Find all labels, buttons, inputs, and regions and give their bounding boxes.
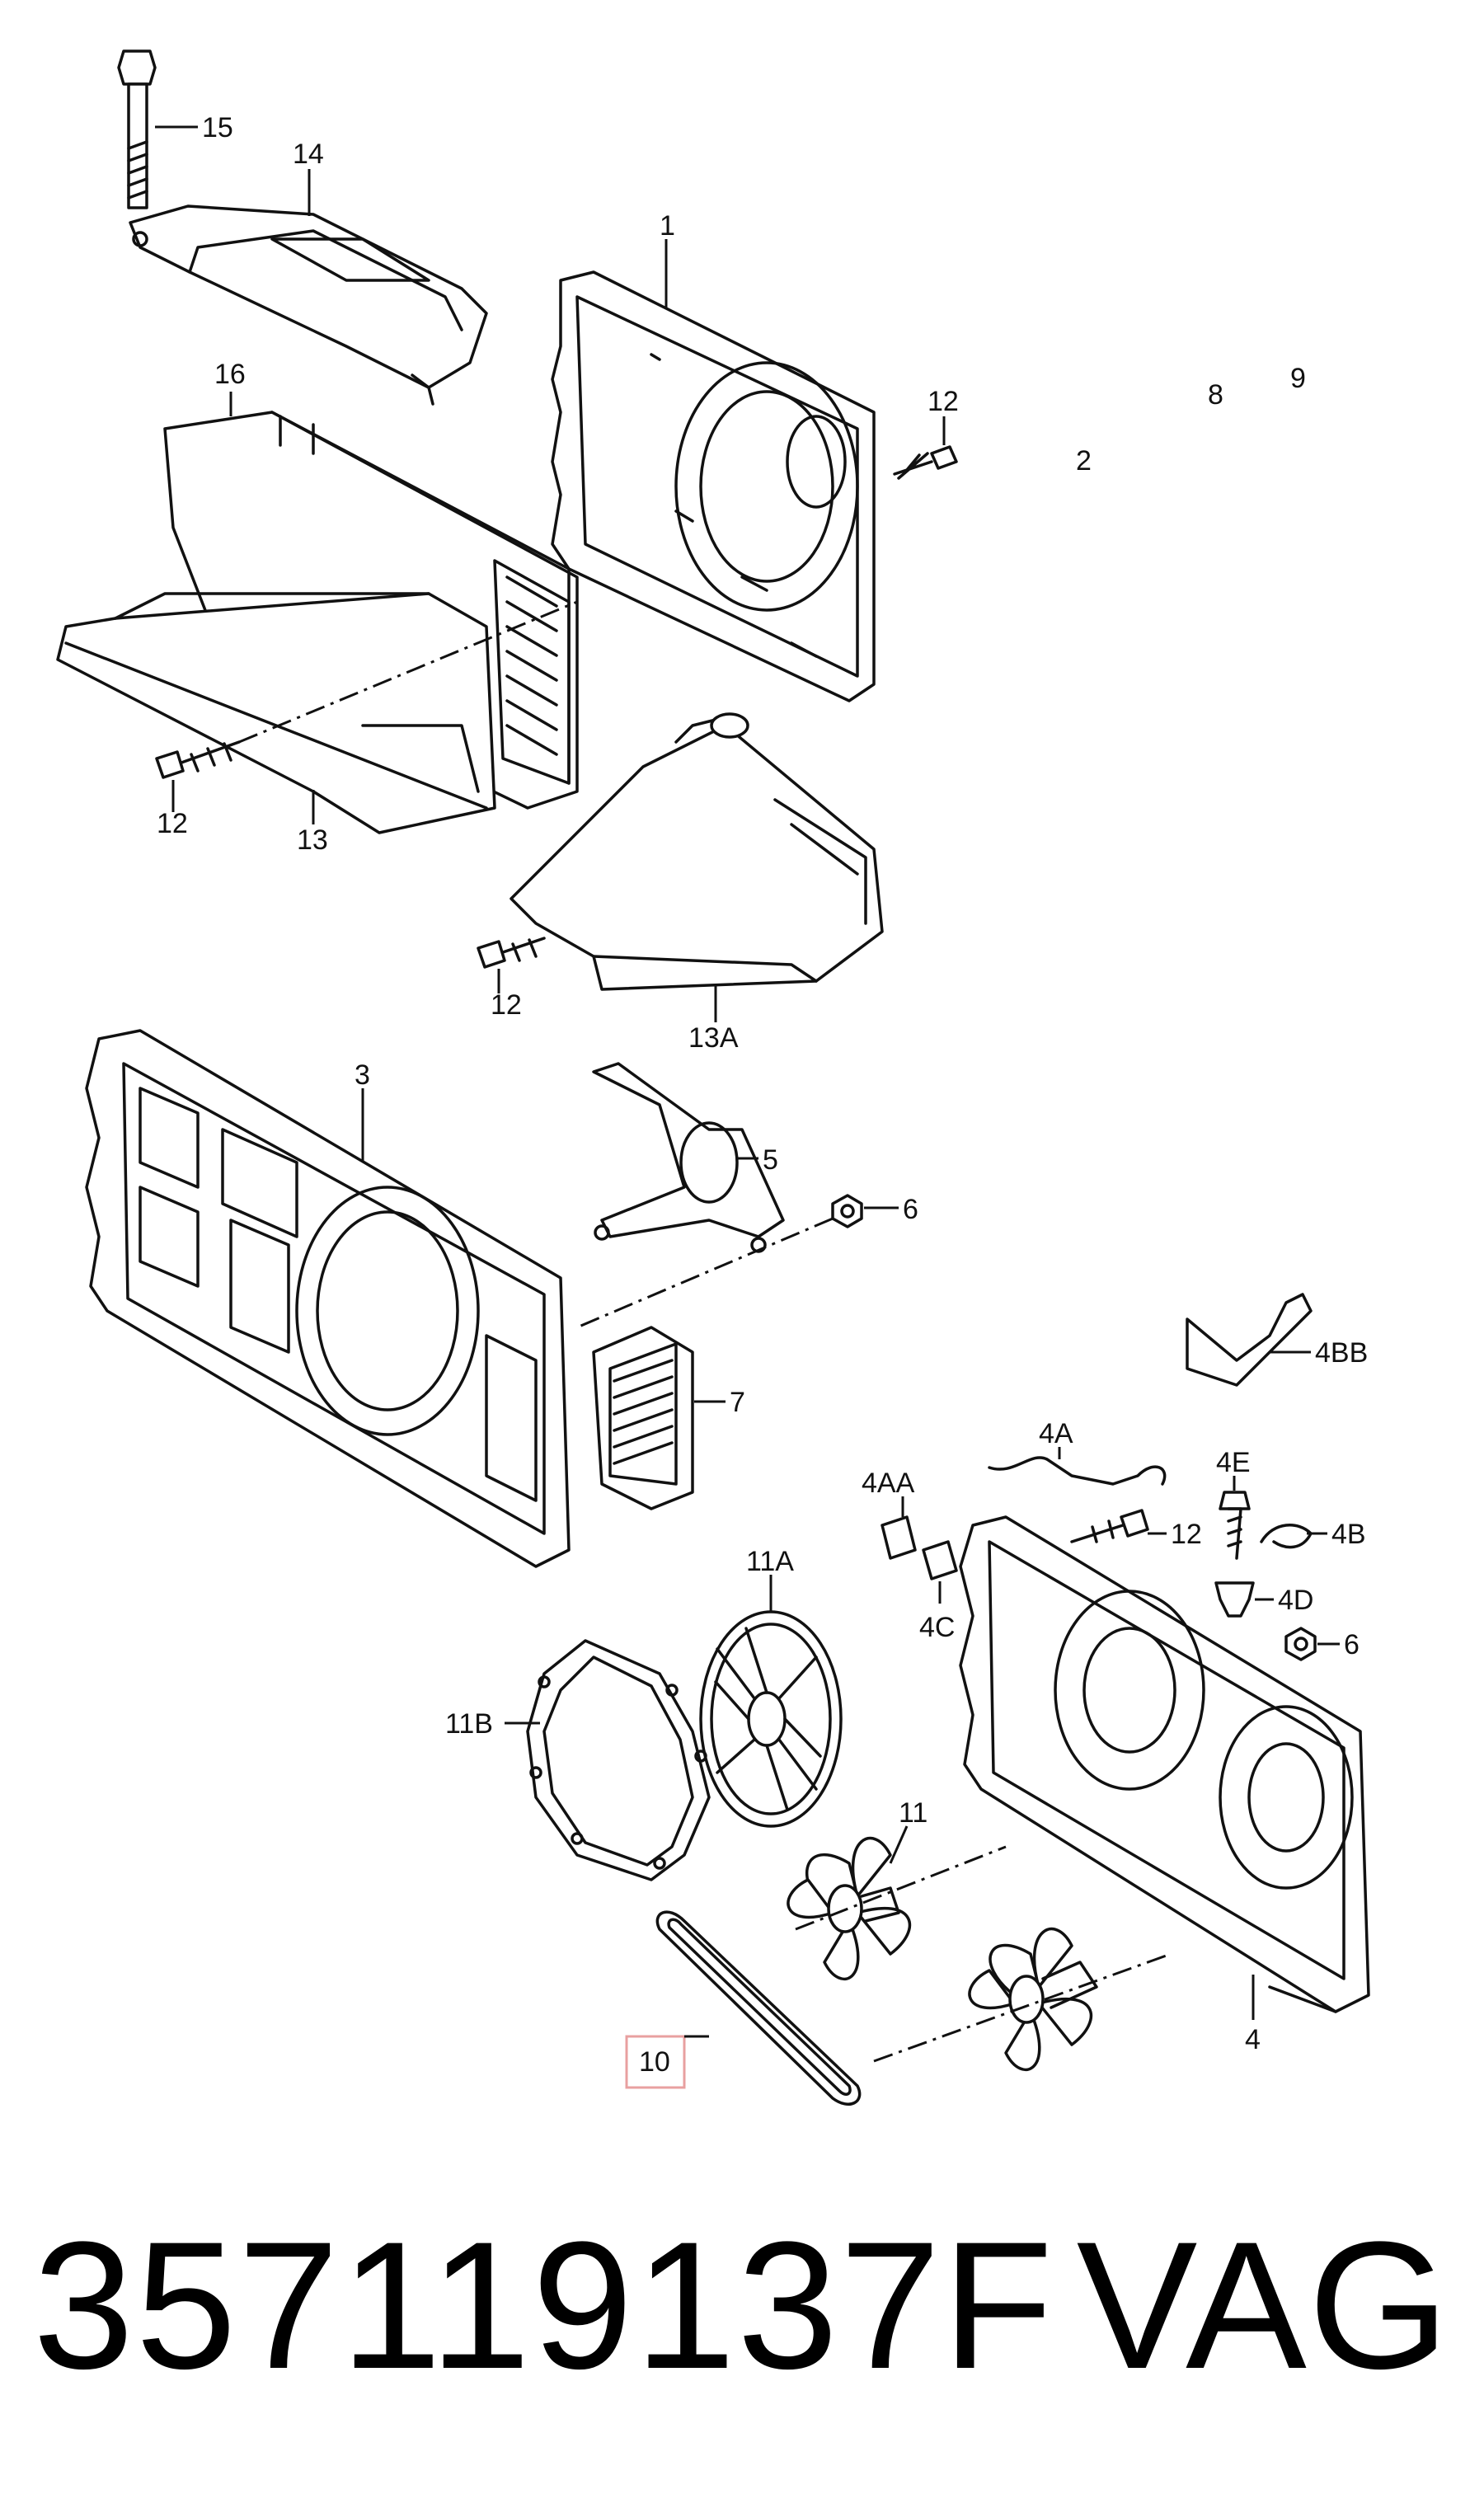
callout-4E: 4E [1216, 1447, 1251, 1478]
belt-part-10 [655, 1910, 862, 2106]
callout-9: 9 [1290, 363, 1306, 394]
callout-4D: 4D [1278, 1585, 1313, 1616]
clip-part-4A [988, 1456, 1167, 1486]
bolt-part-15 [117, 49, 157, 209]
callout-12a: 12 [928, 386, 959, 417]
callout-8: 8 [1208, 379, 1223, 411]
grille-part-7 [592, 1326, 694, 1510]
callout-4C: 4C [919, 1612, 955, 1643]
fan-wheel-part-11A [699, 1610, 843, 1828]
air-duct-part-13 [56, 592, 496, 834]
part-number: 357119137F [33, 2204, 1055, 2407]
screw-part-12a [893, 445, 958, 480]
brand-name: VAG [1076, 2204, 1451, 2407]
callout-14: 14 [293, 139, 324, 170]
callout-11A: 11A [746, 1546, 794, 1577]
screw-part-12d [1070, 1509, 1149, 1543]
callout-12b: 12 [157, 808, 188, 839]
tank-bracket-part-13A [510, 712, 884, 991]
clip-part-4B [1260, 1524, 1313, 1549]
cover-part-14 [129, 204, 488, 406]
callout-12c: 12 [491, 989, 522, 1021]
callout-13A: 13A [688, 1022, 739, 1054]
screw-part-12c [477, 937, 546, 969]
exploded-parts-diagram: 15 14 1 16 12 2 8 9 12 13 12 13A 3 5 6 4… [56, 49, 1370, 2106]
frame-part-3 [85, 1029, 571, 1568]
plug-part-4D [1214, 1581, 1255, 1618]
callout-4: 4 [1245, 2024, 1261, 2055]
callout-13: 13 [297, 824, 328, 856]
fan-cowl-part-11B [526, 1639, 711, 1881]
callout-7: 7 [730, 1387, 745, 1418]
fan-shroud-part-1 [551, 270, 876, 702]
callout-4AA: 4AA [862, 1468, 915, 1499]
callout-1: 1 [660, 210, 675, 242]
footer: 357119137F VAG [0, 2177, 1484, 2473]
callout-3: 3 [355, 1059, 370, 1091]
fan-part-11 [787, 1837, 912, 1980]
callout-5: 5 [763, 1144, 778, 1176]
highlight-box-10 [625, 2035, 686, 2089]
clip-part-4C [922, 1540, 958, 1580]
callout-6b: 6 [1344, 1629, 1360, 1660]
callout-12d: 12 [1171, 1519, 1202, 1550]
bracket-part-4BB [1186, 1293, 1313, 1387]
callout-4BB: 4BB [1315, 1337, 1368, 1369]
screw-part-12b [155, 740, 241, 779]
nut-part-6a [831, 1194, 863, 1228]
nut-part-6b [1284, 1627, 1317, 1661]
fan-lower [968, 1928, 1098, 2071]
callout-4A: 4A [1039, 1418, 1073, 1449]
screw-part-4E [1219, 1491, 1251, 1560]
bracket-part-5 [592, 1062, 785, 1253]
callout-11: 11 [899, 1797, 928, 1829]
callout-11B: 11B [445, 1708, 493, 1740]
clip-part-4AA [881, 1515, 917, 1560]
callout-15: 15 [202, 112, 233, 143]
callout-10: 10 [639, 2046, 670, 2078]
dual-fan-shroud-part-4 [959, 1515, 1370, 2013]
callout-16: 16 [214, 359, 246, 390]
callout-4B: 4B [1331, 1519, 1366, 1550]
callout-6a: 6 [903, 1194, 918, 1225]
callout-2: 2 [1076, 445, 1092, 477]
